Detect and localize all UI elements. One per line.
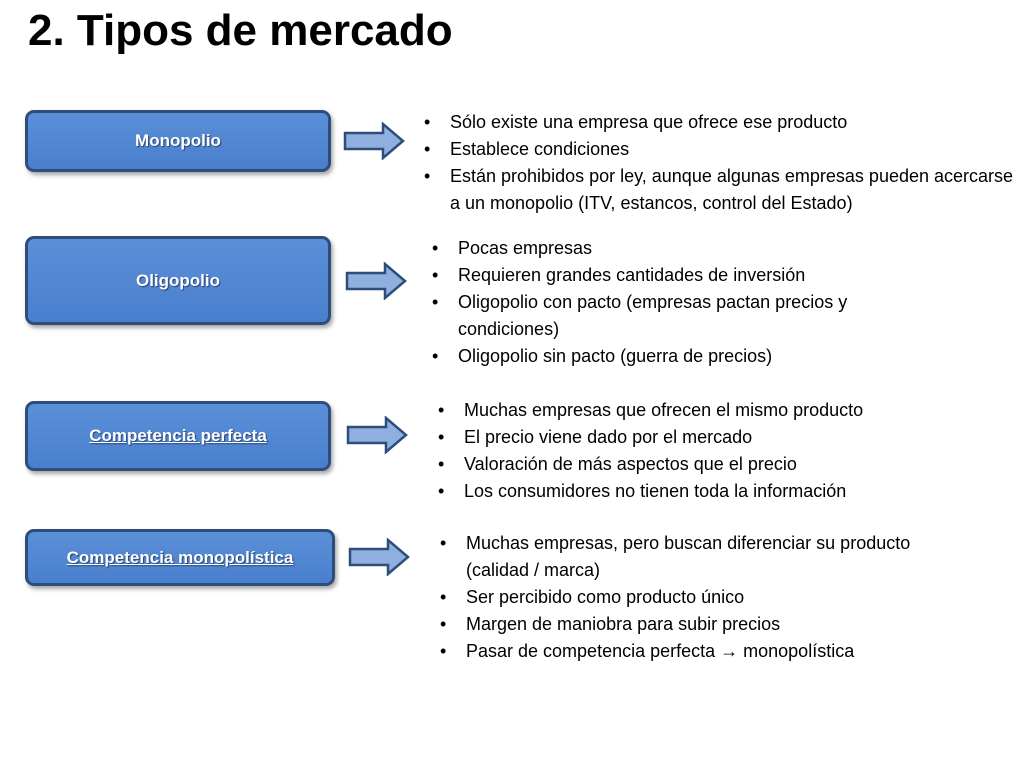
list-item: Están prohibidos por ley, aunque algunas… <box>420 163 1020 217</box>
page-title: 2. Tipos de mercado <box>28 6 453 55</box>
list-item: Ser percibido como producto único <box>436 584 916 611</box>
box-label: Competencia monopolística <box>66 547 294 567</box>
list-item: Requieren grandes cantidades de inversió… <box>428 262 908 289</box>
bullet-list-competencia-perfecta: Muchas empresas que ofrecen el mismo pro… <box>434 397 994 505</box>
list-item: Oligopolio sin pacto (guerra de precios) <box>428 343 908 370</box>
box-label: Competencia perfecta <box>89 426 267 445</box>
box-label: Monopolio <box>135 131 221 150</box>
list-item: Valoración de más aspectos que el precio <box>434 451 994 478</box>
right-arrow-icon <box>348 538 410 576</box>
list-item: Muchas empresas, pero buscan diferenciar… <box>436 530 916 584</box>
box-oligopolio: Oligopolio <box>25 236 331 325</box>
list-item: Pocas empresas <box>428 235 908 262</box>
list-item: Oligopolio con pacto (empresas pactan pr… <box>428 289 908 343</box>
bullet-list-competencia-monopolistica: Muchas empresas, pero buscan diferenciar… <box>436 530 916 665</box>
bullet-list-monopolio: Sólo existe una empresa que ofrece ese p… <box>420 109 1020 217</box>
right-arrow-icon <box>345 262 407 300</box>
right-arrow-icon <box>343 122 405 160</box>
list-item: Establece condiciones <box>420 136 1020 163</box>
list-item: Muchas empresas que ofrecen el mismo pro… <box>434 397 994 424</box>
box-competencia-perfecta: Competencia perfecta <box>25 401 331 471</box>
list-item: Margen de maniobra para subir precios <box>436 611 916 638</box>
list-item: Pasar de competencia perfecta → monopolí… <box>436 638 916 665</box>
box-competencia-monopolistica: Competencia monopolística <box>25 529 335 586</box>
list-item: Los consumidores no tienen toda la infor… <box>434 478 994 505</box>
list-item: El precio viene dado por el mercado <box>434 424 994 451</box>
list-item: Sólo existe una empresa que ofrece ese p… <box>420 109 1020 136</box>
box-label: Oligopolio <box>135 270 221 290</box>
box-monopolio: Monopolio <box>25 110 331 172</box>
bullet-list-oligopolio: Pocas empresas Requieren grandes cantida… <box>428 235 908 370</box>
right-arrow-icon <box>346 416 408 454</box>
